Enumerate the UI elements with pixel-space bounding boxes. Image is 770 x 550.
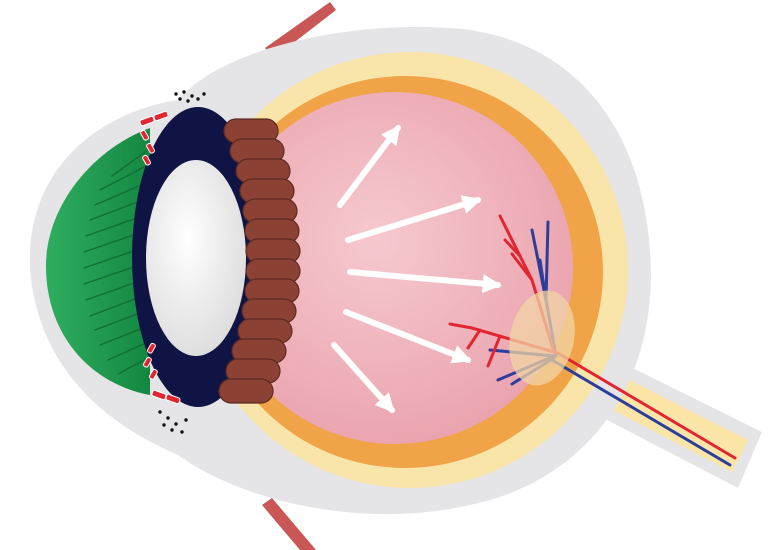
light-rays — [331, 124, 502, 413]
cornea — [45, 128, 150, 395]
ciliary-segment — [218, 378, 274, 404]
gland-dots — [158, 90, 206, 434]
optic-disc — [509, 290, 575, 386]
vitreous-body — [217, 92, 573, 444]
light-ray — [343, 309, 472, 364]
lens — [146, 160, 246, 356]
central-artery — [554, 350, 737, 460]
limbal-marks — [139, 110, 181, 405]
upper-muscle — [265, 2, 336, 58]
ciliary-body — [218, 118, 301, 404]
central-vein — [550, 358, 732, 467]
light-ray — [337, 124, 401, 208]
light-ray — [345, 195, 482, 243]
light-ray — [347, 269, 502, 294]
light-ray — [331, 342, 395, 413]
lower-muscle — [262, 498, 316, 550]
